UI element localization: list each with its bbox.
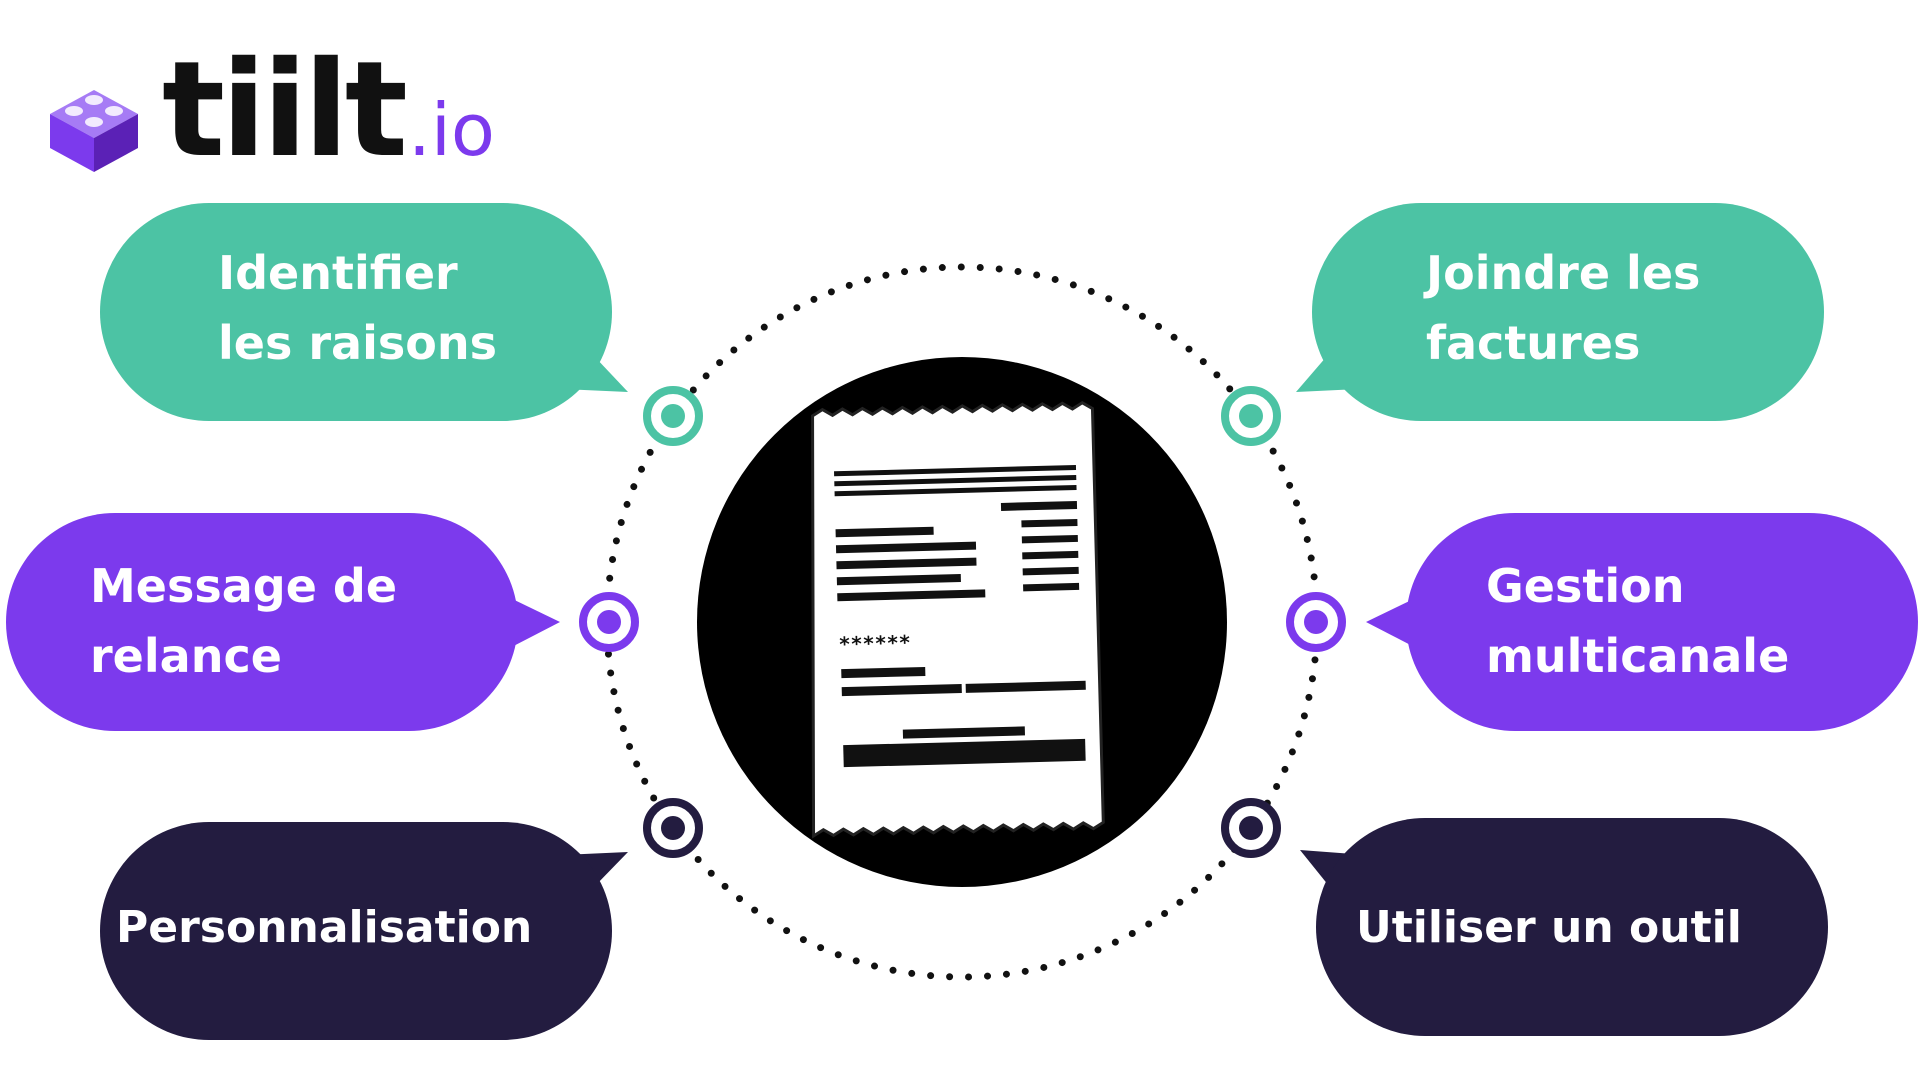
label-utiliser-outil: Utiliser un outil	[1356, 902, 1742, 953]
bubble-identifier-raisons	[100, 203, 628, 421]
bubble-message-relance	[6, 513, 560, 731]
brand-name: tiilt	[162, 33, 408, 187]
bubble-joindre-factures	[1296, 203, 1824, 421]
receipt-masked-code: ******	[838, 630, 911, 656]
node-message-relance	[579, 592, 639, 652]
node-utiliser-outil	[1221, 798, 1281, 858]
node-identifier-raisons	[643, 386, 703, 446]
brand-suffix: .io	[407, 88, 495, 172]
lego-brick-icon	[50, 90, 138, 172]
node-personnalisation	[643, 798, 703, 858]
bubble-personnalisation	[100, 822, 628, 1040]
bubble-gestion-multicanale	[1366, 513, 1918, 731]
bubble-utiliser-outil	[1300, 818, 1828, 1036]
receipt-icon: ******	[811, 401, 1105, 839]
node-joindre-factures	[1221, 386, 1281, 446]
node-gestion-multicanale	[1286, 592, 1346, 652]
brand-logo: tiilt .io	[44, 44, 495, 176]
label-personnalisation: Personnalisation	[116, 902, 533, 953]
